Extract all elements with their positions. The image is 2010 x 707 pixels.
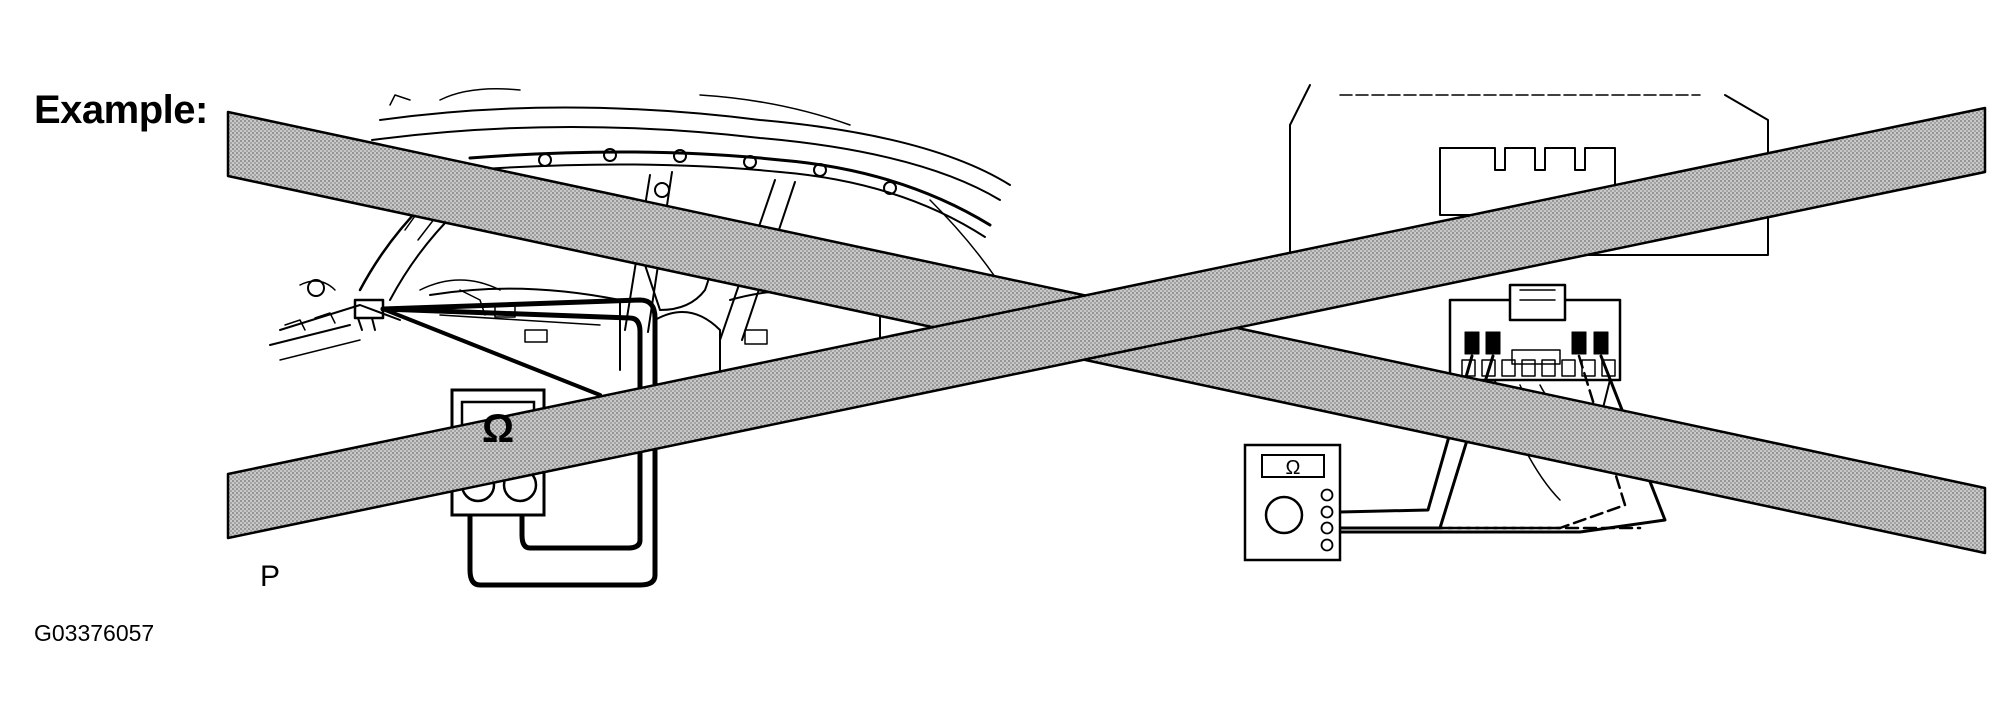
example-label: Example: (34, 88, 208, 132)
figure-id: G03376057 (34, 620, 155, 646)
ohm-symbol-right: Ω (1286, 457, 1301, 479)
left-meter-leads (380, 297, 658, 588)
ohmmeter-icon-right (1243, 443, 1342, 562)
p-marker-label: P (260, 560, 281, 593)
airbag-module-outline (1289, 84, 1769, 256)
x-cross-icon (226, 106, 1987, 555)
ohm-symbol-left: Ω (482, 407, 514, 451)
